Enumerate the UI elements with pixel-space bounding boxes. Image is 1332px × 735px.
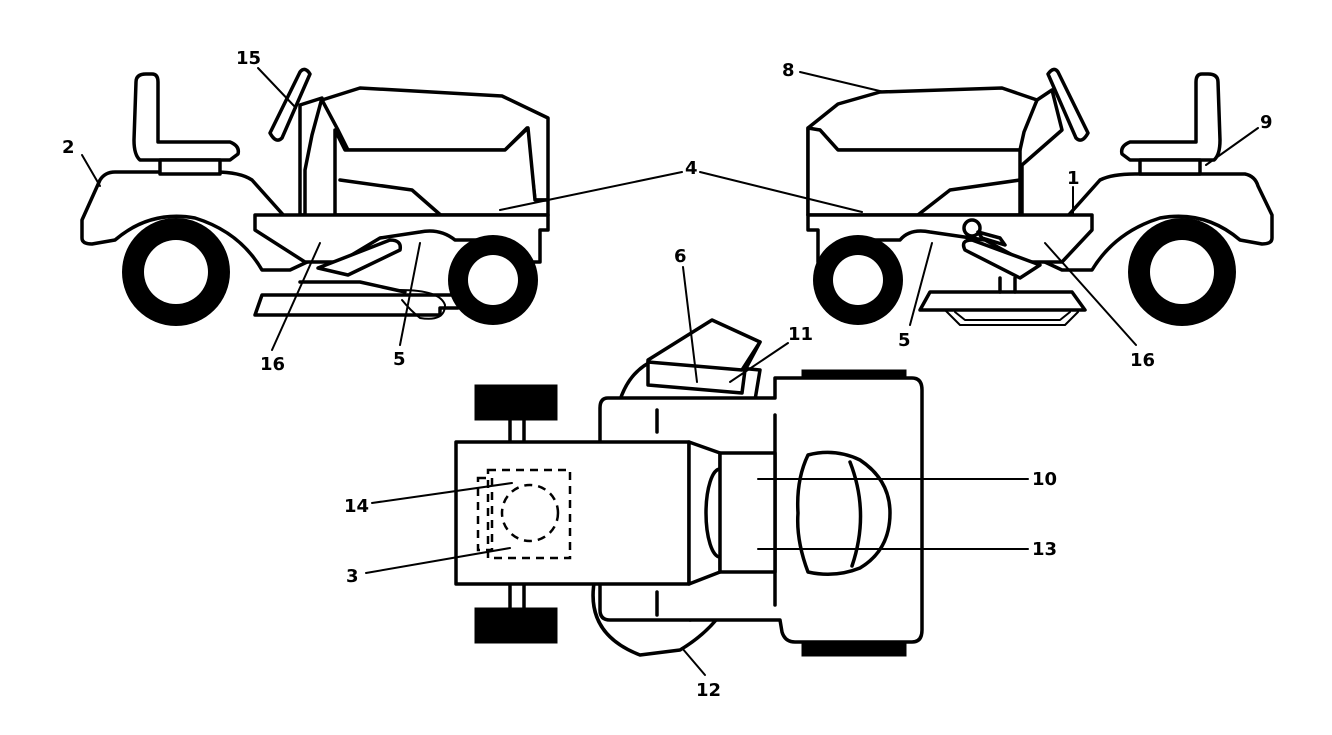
leader-3 (365, 547, 511, 574)
leader-4-left (499, 171, 683, 211)
left-deck-link (298, 280, 407, 294)
tractor-left-side-view (80, 67, 550, 326)
right-deck-link (998, 276, 1017, 294)
leader-14 (371, 482, 513, 504)
left-front-wheel-hub (468, 255, 518, 305)
callout-8: 8 (782, 60, 795, 81)
top-rear-tire-upper (474, 384, 558, 421)
top-front-tire-lower (801, 643, 907, 657)
callout-5-right: 5 (898, 330, 911, 351)
right-rear-fender (1030, 172, 1274, 272)
top-rear-tire-lower (474, 607, 558, 644)
leader-4-right (699, 171, 863, 213)
right-seat (1119, 72, 1222, 162)
top-battery-box-inner (476, 476, 494, 552)
callout-9: 9 (1260, 112, 1273, 133)
top-hood-neck (718, 451, 777, 574)
top-battery-box (486, 468, 572, 560)
top-fuel-cap-outline (500, 483, 560, 543)
left-deck-belt (399, 289, 446, 320)
leader-16-right (1044, 242, 1137, 346)
leader-2 (81, 154, 101, 187)
top-hood-arc (848, 460, 863, 568)
left-rear-fender (80, 170, 322, 272)
callout-5-left: 5 (393, 349, 406, 370)
leader-6 (682, 266, 698, 383)
top-discharge-chute (646, 318, 762, 395)
right-steering-wheel (1046, 67, 1090, 142)
leader-lines (81, 67, 1259, 676)
callout-12: 12 (696, 680, 721, 701)
right-seat-post (1138, 158, 1202, 176)
callout-14: 14 (344, 496, 369, 517)
leader-15 (257, 67, 297, 109)
right-lever (976, 230, 1007, 247)
left-rear-wheel-hub (144, 240, 208, 304)
tractor-top-view (454, 318, 924, 657)
tractor-right-side-view (806, 67, 1274, 326)
right-rear-wheel-hub (1150, 240, 1214, 304)
right-front-wheel-hub (833, 255, 883, 305)
left-pedal (316, 238, 403, 277)
right-deck-skirt-inner (954, 311, 1071, 321)
callout-13: 13 (1032, 539, 1057, 560)
left-seat-post (158, 158, 222, 176)
top-chute-seam (646, 340, 762, 372)
left-grille-plate (333, 126, 550, 217)
leader-12 (681, 647, 706, 676)
callout-4: 4 (685, 158, 698, 179)
leader-9 (1205, 127, 1259, 166)
right-pedal (961, 238, 1042, 280)
right-lever-knob (962, 218, 982, 238)
callout-16-left: 16 (260, 354, 285, 375)
leader-8 (799, 71, 885, 93)
left-steering-column (298, 96, 324, 217)
callout-15: 15 (236, 48, 261, 69)
callout-1: 1 (1067, 168, 1080, 189)
top-rear-axle-lower (508, 583, 526, 610)
right-mower-deck (918, 290, 1087, 312)
callout-labels: 2 15 4 16 5 8 9 1 5 16 6 11 10 13 14 3 1… (62, 48, 1273, 701)
left-mower-deck (253, 293, 462, 317)
leader-5-left (399, 242, 421, 346)
callout-6: 6 (674, 246, 687, 267)
leader-11 (729, 342, 789, 383)
callout-10: 10 (1032, 469, 1057, 490)
top-rear-axle-upper (508, 418, 526, 444)
leader-5-right (909, 242, 933, 326)
callout-2: 2 (62, 137, 75, 158)
callout-11: 11 (788, 324, 813, 345)
leader-16-left (271, 242, 321, 351)
callout-16-right: 16 (1130, 350, 1155, 371)
left-seat (132, 72, 241, 162)
callout-3: 3 (346, 566, 359, 587)
right-deck-skirt (944, 309, 1079, 326)
left-steering-wheel (268, 67, 312, 142)
top-hood-oval (795, 450, 892, 576)
